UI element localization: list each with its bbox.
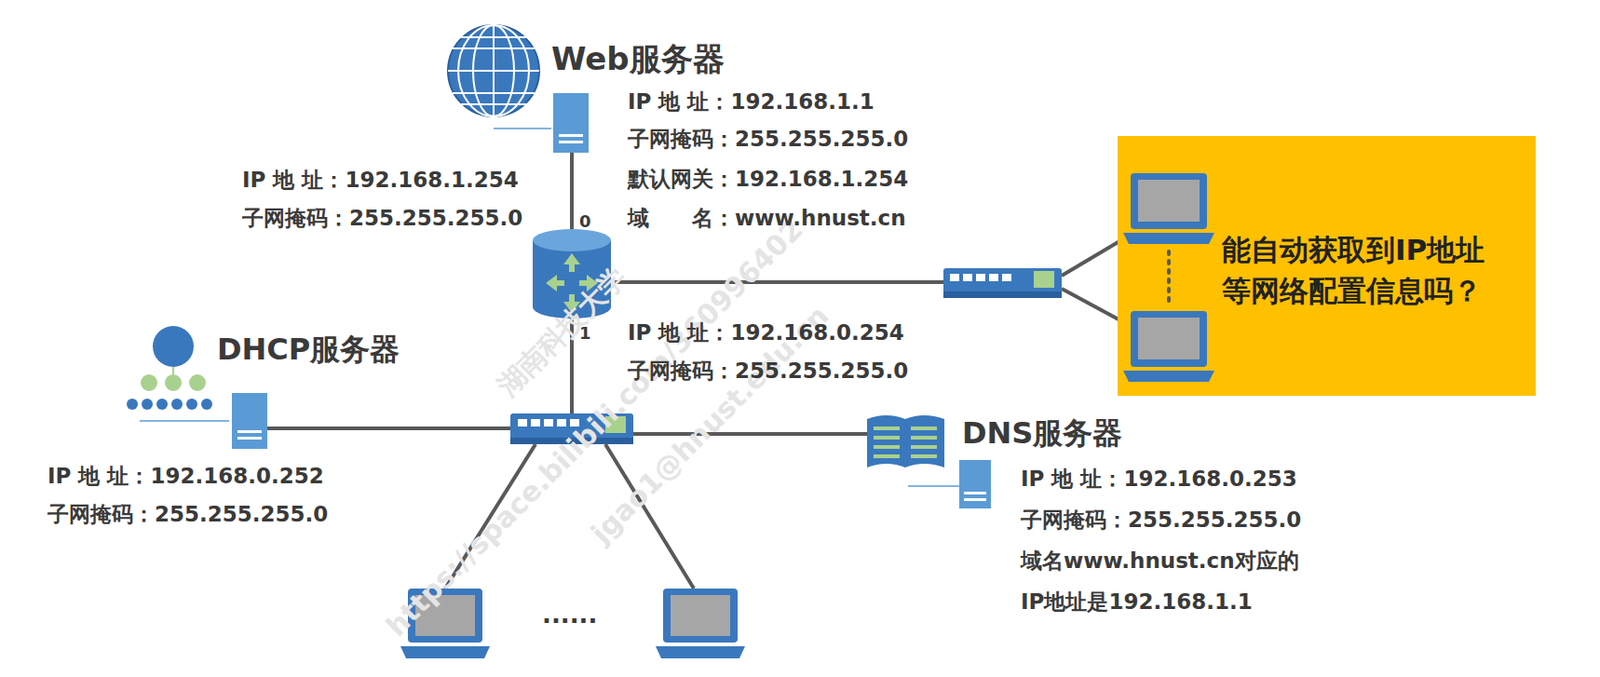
- server-title: DHCP服务器: [216, 333, 400, 367]
- interface-mask: 子网掩码：255.255.255.0: [242, 206, 523, 231]
- server-title: Web服务器: [551, 41, 725, 77]
- interface-mask: 子网掩码：255.255.255.0: [627, 359, 909, 383]
- node-text: IP 地 址：192.168.0.253: [1020, 467, 1298, 491]
- node-text: 能自动获取到IP地址: [1221, 233, 1485, 266]
- question-callout: 能自动获取到IP地址等网络配置信息吗？: [1117, 135, 1536, 396]
- web-server: Web服务器 IP 地 址：192.168.1.1 子网掩码：255.255.255…: [551, 37, 943, 243]
- node-text: 域 名：www.hnust.cn: [627, 206, 907, 231]
- node-text: IP地址是192.168.1.1: [1020, 590, 1253, 614]
- node-text: 默认网关：192.168.1.254: [627, 167, 909, 191]
- node-text: 子网掩码：255.255.255.0: [1020, 508, 1302, 532]
- node-text: IP 地 址：192.168.1.1: [627, 90, 875, 114]
- port-number: 0: [579, 212, 592, 231]
- dns-server: DNS服务器 IP 地 址：192.168.0.253 子网掩码：255.255.2…: [959, 409, 1370, 624]
- node-text: IP 地 址：192.168.0.252: [47, 464, 325, 489]
- server-title: DNS服务器: [962, 417, 1123, 450]
- interface-address: IP 地 址：192.168.0.254: [627, 321, 905, 345]
- dhcp-server: DHCP服务器 IP 地 址：192.168.0.252 子网掩码：255.255.…: [47, 325, 421, 541]
- node-text: 子网掩码：255.255.255.0: [627, 127, 909, 151]
- ellipsis: ......: [542, 601, 597, 629]
- interface-address: IP 地 址：192.168.1.254: [242, 168, 519, 192]
- port-number: 1: [579, 324, 592, 343]
- node-text: 子网掩码：255.255.255.0: [47, 502, 328, 527]
- node-text: 域名www.hnust.cn对应的: [1020, 549, 1300, 573]
- node-text: 等网络配置信息吗？: [1221, 274, 1482, 307]
